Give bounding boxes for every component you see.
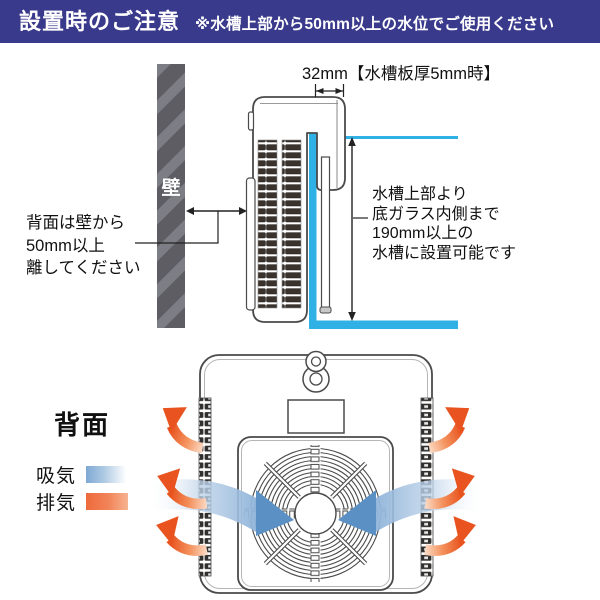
back-view-diagram [148, 350, 484, 594]
page-title: 設置時のご注意 [19, 9, 181, 34]
exhaust-color-swatch [86, 493, 129, 510]
back-view-title: 背面 [54, 410, 111, 440]
width-dimension-arrow [314, 84, 345, 97]
power-knob [247, 111, 255, 131]
exhaust-label: 排気 [36, 493, 77, 514]
water-line [345, 136, 458, 139]
hanger-hook [302, 350, 330, 393]
back-clip-plate [245, 177, 256, 311]
fan-hub [294, 492, 337, 535]
intake-label: 吸気 [36, 466, 77, 487]
depth-dimension-arrow [348, 137, 368, 321]
side-vent-slats-right [281, 139, 302, 309]
header-bar: 設置時のご注意 ※水槽上部から50mm以上の水位でご使用ください [0, 0, 600, 43]
legend-intake: 吸気 [36, 461, 129, 488]
side-view-diagram [135, 64, 458, 329]
wall-clearance-note: 背面は壁から 50mm以上 離してください [26, 214, 141, 277]
side-vent-slats-left [257, 139, 278, 309]
sensor-tube [319, 156, 332, 314]
intake-color-swatch [86, 466, 129, 483]
nameplate [287, 399, 345, 434]
legend-exhaust: 排気 [36, 488, 129, 515]
header-warning-note: ※水槽上部から50mm以上の水位でご使用ください [195, 16, 555, 33]
fan-grille-spokes [263, 461, 368, 566]
tank-depth-note: 水槽上部より 底ガラス内側まで 190mm以上の 水槽に設置可能です [372, 186, 517, 262]
width-dimension-label: 32mm【水槽板厚5mm時】 [302, 65, 501, 83]
aquarium-glass [309, 126, 458, 329]
wall-graphic [157, 64, 185, 328]
wall-distance-arrow [135, 207, 247, 244]
wall-label: 壁 [161, 178, 181, 199]
